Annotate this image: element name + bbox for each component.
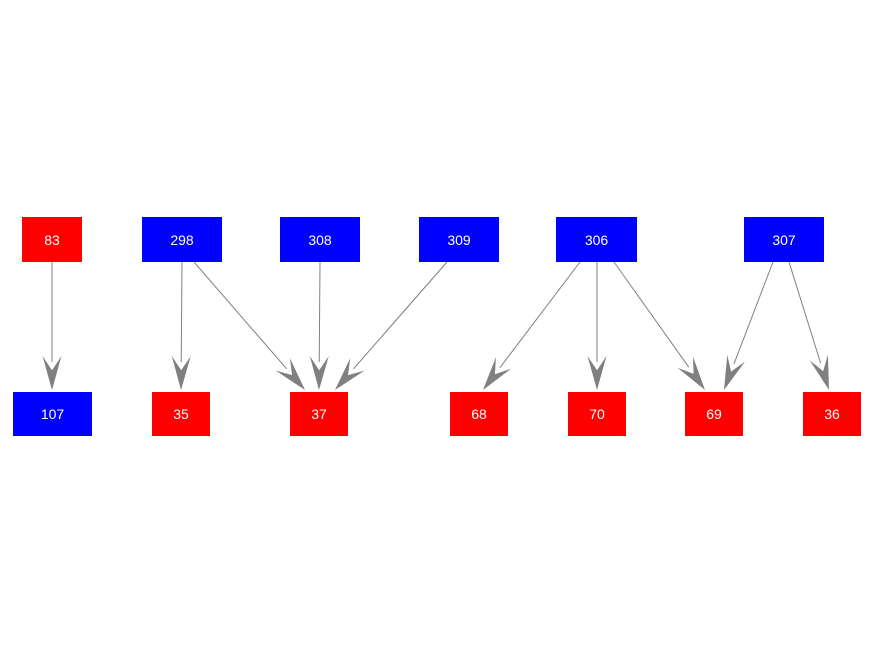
edge-line [788,261,822,364]
graph-node-label: 307 [772,231,796,248]
graph-node-label: 83 [44,231,60,248]
edge-arrowhead-icon [335,358,365,390]
graph-node-309[interactable]: 309 [419,217,499,262]
edge-arrowhead-icon [275,358,305,390]
edge-arrowhead-icon [483,357,512,390]
graph-node-35[interactable]: 35 [152,392,210,436]
graph-edge [309,261,329,390]
edge-line [193,261,288,370]
graph-node-83[interactable]: 83 [22,217,82,262]
graph-node-label: 68 [471,406,487,422]
graph-node-label: 70 [589,406,605,422]
edge-line [353,261,448,370]
graph-node-70[interactable]: 70 [568,392,626,436]
graph-node-307[interactable]: 307 [744,217,824,262]
graph-edge [42,262,62,390]
graph-node-label: 35 [173,406,189,422]
graph-node-label: 306 [584,231,609,248]
graph-edge [613,261,705,390]
edge-arrowhead-icon [809,354,829,390]
graph-node-label: 298 [170,231,194,248]
edge-arrowhead-icon [171,355,191,390]
graph-node-36[interactable]: 36 [803,392,861,436]
graph-edge [193,261,305,390]
edge-arrowhead-icon [309,355,329,390]
graph-node-label: 107 [40,406,65,422]
graph-edge [335,261,448,390]
graph-node-label: 308 [308,231,332,248]
graph-node-107[interactable]: 107 [13,392,92,436]
edge-line [318,261,321,363]
edge-line [499,261,581,368]
graph-node-298[interactable]: 298 [142,217,222,262]
edge-arrowhead-icon [677,356,705,390]
graph-node-68[interactable]: 68 [450,392,508,436]
edge-line [613,261,690,368]
graph-node-306[interactable]: 306 [556,217,637,262]
graph-node-69[interactable]: 69 [685,392,743,436]
graph-edge [483,261,581,390]
graph-node-label: 36 [824,406,840,422]
graph-node-label: 37 [311,406,327,422]
graph-edge [171,261,191,390]
graph-node-37[interactable]: 37 [290,392,348,436]
graph-node-label: 69 [706,406,722,422]
edge-arrowhead-icon [42,356,62,390]
edge-arrowhead-icon [724,354,746,390]
edge-line [180,261,183,363]
edge-arrowhead-icon [587,356,607,390]
edge-line [733,261,774,365]
graph-node-308[interactable]: 308 [280,217,360,262]
graph-edge [788,261,829,390]
graph-edge [724,261,774,390]
graph-node-label: 309 [447,231,471,248]
graph-edge [587,262,607,390]
